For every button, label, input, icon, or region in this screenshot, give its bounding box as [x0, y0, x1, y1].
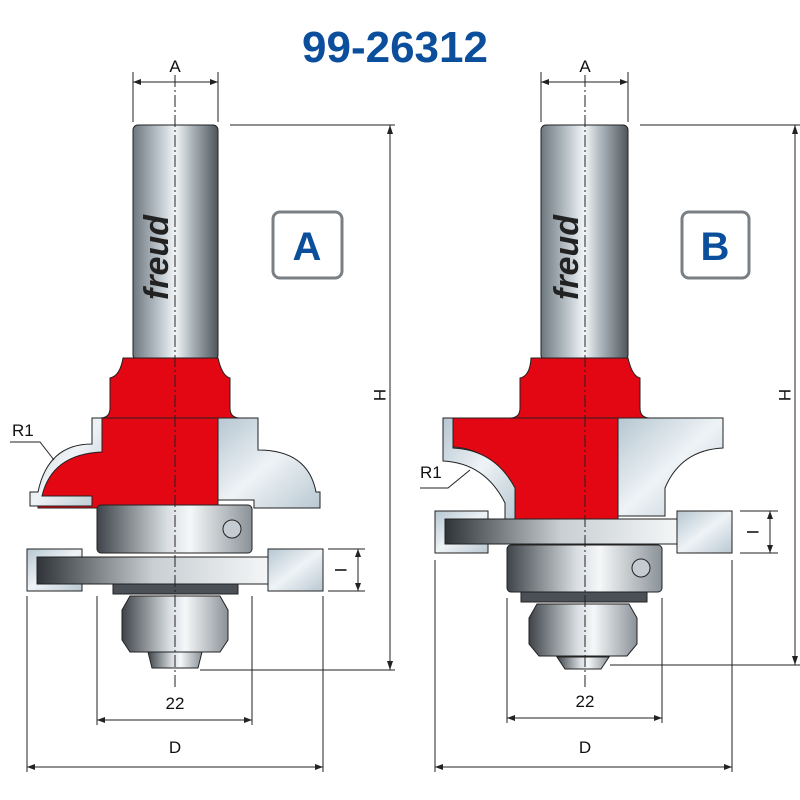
svg-text:I: I	[331, 568, 350, 573]
dimension-shank-a: A	[540, 57, 629, 122]
dimension-height: H	[610, 124, 800, 666]
dimension-bearing: 22	[96, 596, 253, 725]
dimension-slot: I	[740, 510, 778, 554]
dimension-slot: I	[328, 548, 365, 592]
dimension-height: H	[200, 124, 395, 671]
product-code-title: 99-26312	[302, 23, 488, 72]
svg-text:A: A	[293, 225, 322, 269]
slot-cutter-bar	[444, 518, 679, 545]
variant-a: A freud A R1 H	[10, 57, 395, 772]
svg-text:H: H	[775, 389, 794, 401]
svg-text:H: H	[370, 389, 389, 401]
thread-end	[556, 656, 610, 670]
cutter-body	[509, 357, 651, 419]
svg-text:B: B	[701, 225, 730, 269]
svg-text:22: 22	[576, 692, 595, 711]
carbide-right	[217, 417, 321, 509]
svg-text:I: I	[743, 530, 762, 535]
bearing-ball	[631, 558, 651, 578]
svg-text:A: A	[579, 57, 591, 76]
variant-box-a	[271, 210, 344, 280]
freud-logo: freud	[138, 214, 176, 300]
svg-text:D: D	[169, 738, 181, 757]
slot-cutter-bar	[36, 556, 271, 585]
svg-text:A: A	[169, 57, 181, 76]
hex-nut	[528, 603, 638, 657]
slot-tip-right	[267, 548, 324, 592]
dimension-diameter: D	[434, 560, 733, 772]
carbide-left	[29, 417, 103, 507]
carbide-right	[617, 417, 724, 517]
svg-text:D: D	[579, 738, 591, 757]
slot-tip-right	[676, 510, 733, 554]
svg-text:22: 22	[166, 694, 185, 713]
freud-logo: freud	[548, 214, 586, 300]
bearing-ball	[222, 519, 242, 539]
dimension-bearing: 22	[506, 598, 663, 723]
variant-box-b	[680, 210, 751, 280]
radius-label: R1	[12, 421, 34, 440]
variant-b: A freud B R1 H I	[420, 57, 800, 772]
radius-label: R1	[420, 463, 442, 482]
dimension-shank-a: A	[132, 57, 219, 122]
dimension-diameter: D	[26, 596, 324, 772]
cutter-body	[99, 357, 241, 419]
